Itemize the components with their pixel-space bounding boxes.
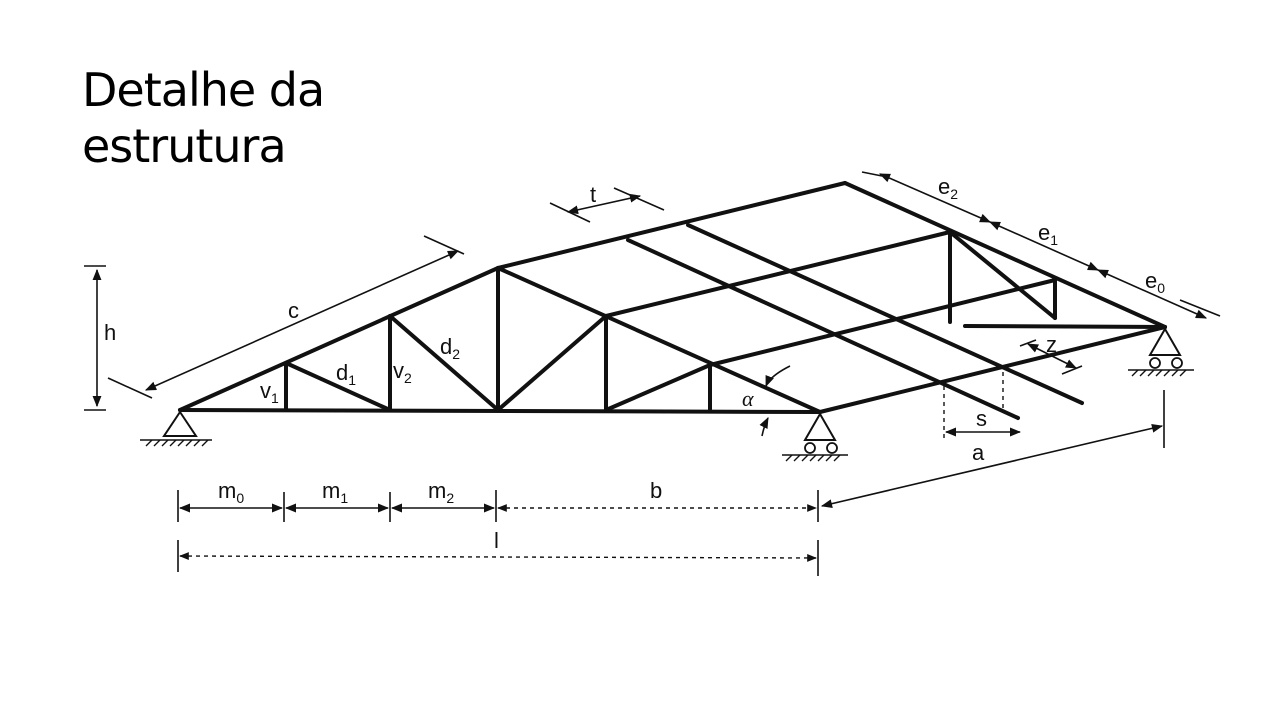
- purlin-lower: [708, 278, 1057, 367]
- rafter-1: [626, 238, 1020, 420]
- support-middle: [782, 411, 848, 462]
- diagonal-right-1: [604, 363, 712, 412]
- label-v1: v1: [260, 378, 279, 406]
- support-left: [140, 410, 212, 447]
- label-a: a: [972, 440, 985, 465]
- label-e0: e0: [1145, 268, 1165, 296]
- diagonal-d2: [388, 314, 500, 412]
- dimension-h: h: [84, 265, 116, 411]
- dimension-t: t: [549, 182, 665, 223]
- support-right: [1128, 326, 1194, 377]
- back-diagonal: [948, 230, 1057, 320]
- label-c: c: [288, 298, 299, 323]
- label-h: h: [104, 320, 116, 345]
- dimension-c: c: [107, 235, 465, 399]
- label-m1: m1: [322, 478, 348, 506]
- label-d2: d2: [440, 334, 460, 362]
- label-t: t: [590, 182, 596, 207]
- slide-title-line-1: Detalhe da: [82, 63, 325, 117]
- dimension-a: a: [820, 390, 1165, 509]
- dimension-z: z: [1019, 332, 1083, 375]
- angle-alpha: α: [742, 365, 791, 437]
- label-e2: e2: [938, 174, 958, 202]
- dimension-chain-m: m0 m1 m2 b: [177, 478, 819, 522]
- label-l: l: [494, 528, 499, 553]
- rafter-2: [686, 223, 1084, 405]
- dimension-l: l: [177, 528, 819, 576]
- label-b: b: [650, 478, 662, 503]
- eave-line: [818, 325, 1167, 414]
- back-top-chord: [843, 181, 1167, 329]
- label-e1: e1: [1038, 220, 1058, 248]
- label-alpha: α: [742, 386, 754, 411]
- slide-title: Detalhe da estrutura: [82, 62, 482, 174]
- label-m2: m2: [428, 478, 454, 506]
- back-bottom-chord: [963, 324, 1167, 329]
- label-d1: d1: [336, 360, 356, 388]
- label-z: z: [1046, 332, 1057, 357]
- diagonal-right-2: [496, 314, 608, 412]
- dimension-s: s: [943, 372, 1022, 440]
- label-m0: m0: [218, 478, 244, 506]
- purlin-upper: [604, 230, 952, 318]
- top-chord-right: [496, 266, 822, 414]
- label-v2: v2: [393, 358, 412, 386]
- roof-structure: [496, 181, 1167, 420]
- dimensions-e: e2 e1 e0: [861, 171, 1221, 319]
- label-s: s: [976, 406, 987, 431]
- ridge-line: [496, 181, 847, 270]
- slide-title-line-2: estrutura: [82, 119, 287, 173]
